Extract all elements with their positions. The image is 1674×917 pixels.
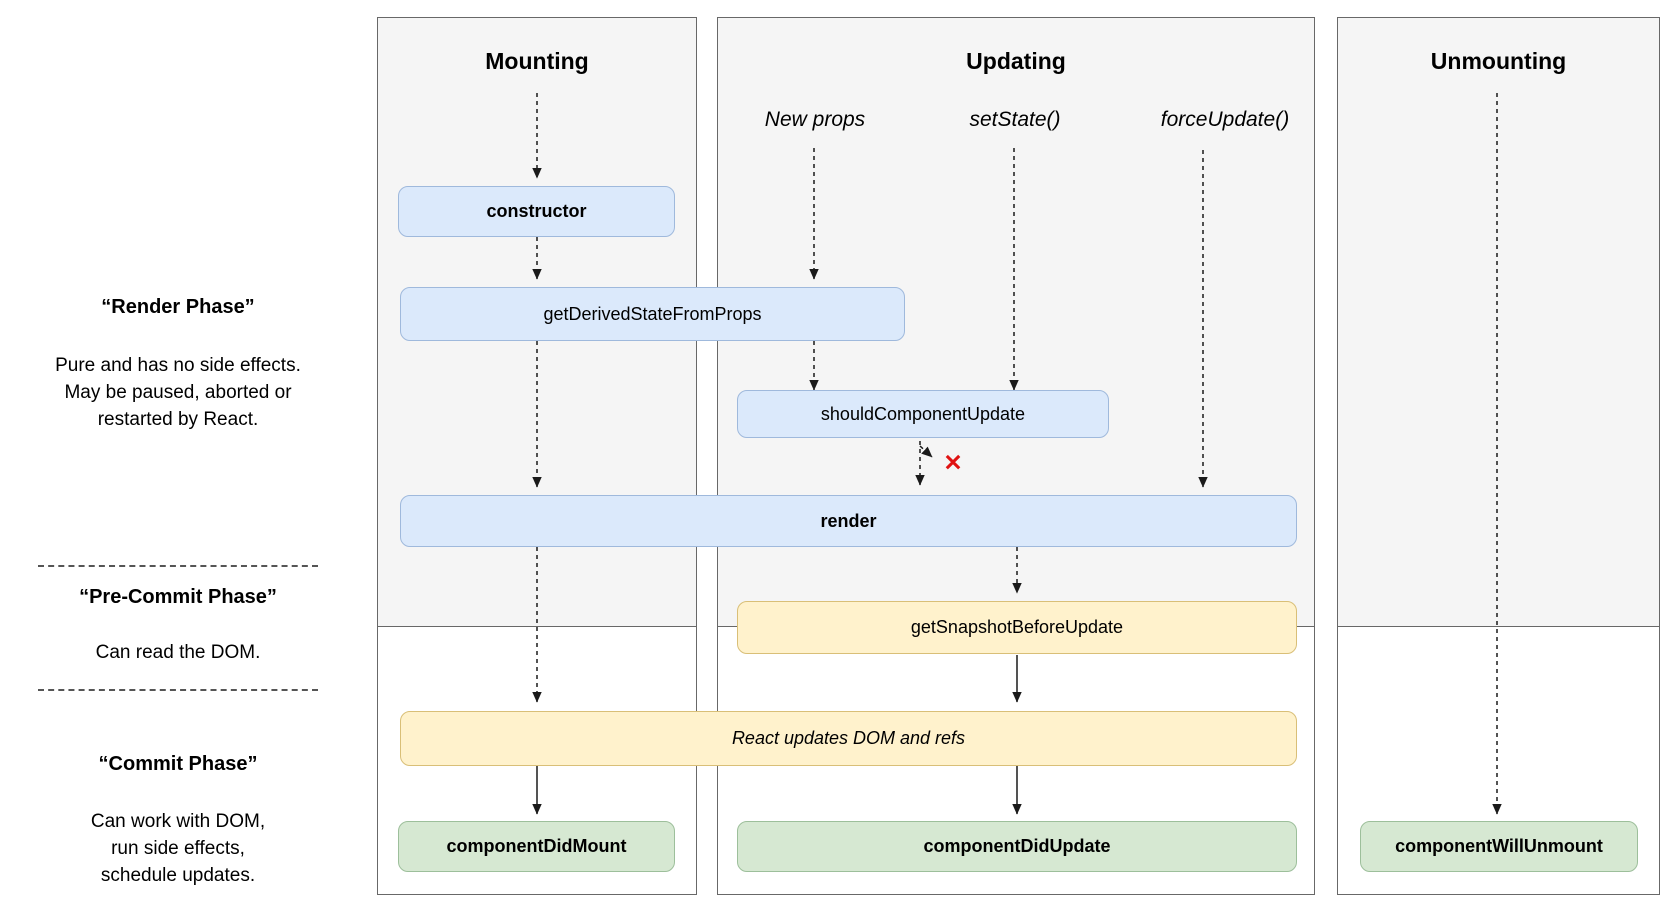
should-component-update-box[interactable]: shouldComponentUpdate (737, 390, 1109, 438)
component-did-mount-label: componentDidMount (446, 836, 627, 856)
pre-commit-phase-desc-line: Can read the DOM. (95, 642, 261, 663)
unmounting-column-title: Unmounting (1430, 48, 1567, 74)
get-derived-state-from-props-label: getDerivedStateFromProps (543, 303, 762, 324)
render-box[interactable]: render (400, 495, 1297, 547)
render-phase-title: “Render Phase” (101, 296, 255, 318)
component-did-mount-box[interactable]: componentDidMount (398, 821, 675, 872)
component-did-update-box[interactable]: componentDidUpdate (737, 821, 1297, 872)
trigger-set-state: setState() (969, 108, 1061, 131)
trigger-force-update: forceUpdate() (1160, 108, 1290, 131)
pre-commit-phase-title: “Pre-Commit Phase” (79, 586, 277, 608)
get-snapshot-before-update-label: getSnapshotBeforeUpdate (910, 617, 1124, 637)
get-snapshot-before-update-box[interactable]: getSnapshotBeforeUpdate (737, 601, 1297, 654)
react-updates-dom-box: React updates DOM and refs (400, 711, 1297, 766)
render-label: render (820, 510, 877, 531)
skip-update-x-icon: ✕ (943, 449, 963, 476)
commit-phase-label-group: “Commit Phase” (10, 753, 346, 776)
pre-commit-phase-label-group: “Pre-Commit Phase” (10, 586, 346, 609)
should-component-update-label: shouldComponentUpdate (820, 403, 1026, 424)
constructor-box[interactable]: constructor (398, 186, 675, 237)
component-will-unmount-label: componentWillUnmount (1395, 836, 1603, 856)
phase-separator (38, 565, 318, 567)
constructor-label: constructor (486, 201, 587, 221)
commit-phase-desc-line: run side effects, (111, 838, 245, 859)
pre-commit-phase-description: Can read the DOM. (10, 639, 346, 666)
render-phase-desc-line: Pure and has no side effects. (55, 355, 301, 376)
trigger-new-props: New props (764, 108, 866, 131)
commit-phase-desc-line: schedule updates. (100, 865, 256, 886)
component-will-unmount-box[interactable]: componentWillUnmount (1360, 821, 1638, 872)
phase-separator (38, 689, 318, 691)
component-did-update-label: componentDidUpdate (923, 836, 1111, 856)
render-phase-desc-line: restarted by React. (97, 409, 259, 430)
commit-phase-desc-line: Can work with DOM, (90, 811, 266, 832)
commit-phase-description: Can work with DOM, run side effects, sch… (10, 808, 346, 889)
mounting-column-title: Mounting (485, 48, 589, 74)
render-phase-description: Pure and has no side effects. May be pau… (10, 352, 346, 433)
unmounting-column-render-zone: Unmounting (1337, 17, 1660, 627)
render-phase-desc-line: May be paused, aborted or (64, 382, 292, 403)
commit-phase-title: “Commit Phase” (98, 753, 258, 775)
updating-column-title: Updating (966, 48, 1066, 74)
get-derived-state-from-props-box[interactable]: getDerivedStateFromProps (400, 287, 905, 341)
render-phase-label-group: “Render Phase” (10, 296, 346, 319)
react-updates-dom-label: React updates DOM and refs (731, 728, 966, 748)
